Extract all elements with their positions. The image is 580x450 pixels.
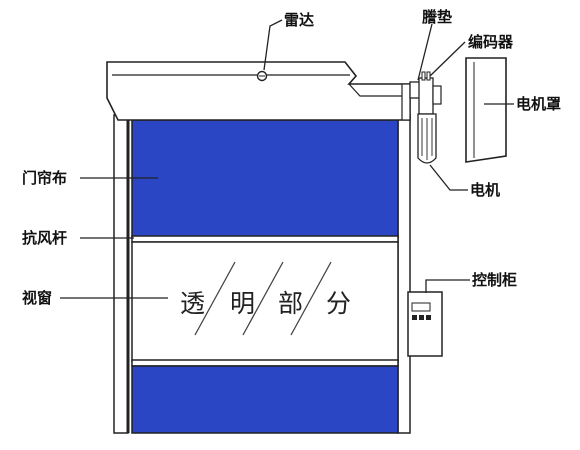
leader-radar xyxy=(263,19,283,71)
roller-box-fold xyxy=(348,83,410,97)
control-box xyxy=(407,291,443,357)
curtain-bottom-panel xyxy=(131,365,399,434)
control-box-button-3 xyxy=(426,315,431,320)
label-motor: 电机 xyxy=(470,181,501,199)
encoder-side xyxy=(432,85,442,105)
encoder-block xyxy=(418,77,434,115)
lower-bar xyxy=(131,359,399,367)
window-panel xyxy=(131,241,399,363)
window-text-2: 明 xyxy=(230,289,256,318)
wind-bar xyxy=(131,235,399,243)
window-slash-2 xyxy=(242,261,284,336)
leader-coupling xyxy=(417,23,433,81)
label-coupling: 謄垫 xyxy=(422,8,453,26)
leader-motor xyxy=(429,164,468,191)
window-text-1: 透 xyxy=(180,289,206,318)
label-window: 视窗 xyxy=(22,289,53,307)
right-guide-rail xyxy=(397,114,411,434)
window-text-3: 部 xyxy=(278,289,304,318)
label-motor-cover: 电机罩 xyxy=(516,95,562,113)
label-control-box: 控制柜 xyxy=(472,271,518,289)
window-text-4: 分 xyxy=(326,289,352,318)
encoder-fin-2 xyxy=(426,71,431,81)
roller-box-end-plate xyxy=(401,83,411,121)
left-guide-rail xyxy=(113,114,129,434)
label-wind-bar: 抗风杆 xyxy=(22,229,68,247)
label-encoder: 编码器 xyxy=(468,33,514,51)
label-radar: 雷达 xyxy=(284,11,315,29)
control-box-button-2 xyxy=(419,315,424,320)
curtain-top-panel xyxy=(131,119,399,239)
control-box-button-1 xyxy=(412,315,417,320)
window-slash-1 xyxy=(194,261,236,336)
window-slash-3 xyxy=(290,261,332,336)
label-curtain: 门帘布 xyxy=(22,169,68,187)
control-box-display xyxy=(411,302,431,312)
roller-box xyxy=(106,61,411,121)
motor-cover xyxy=(465,57,507,163)
encoder-fin-1 xyxy=(421,71,426,81)
leader-encoder xyxy=(429,41,466,77)
leader-control-box xyxy=(425,279,470,293)
